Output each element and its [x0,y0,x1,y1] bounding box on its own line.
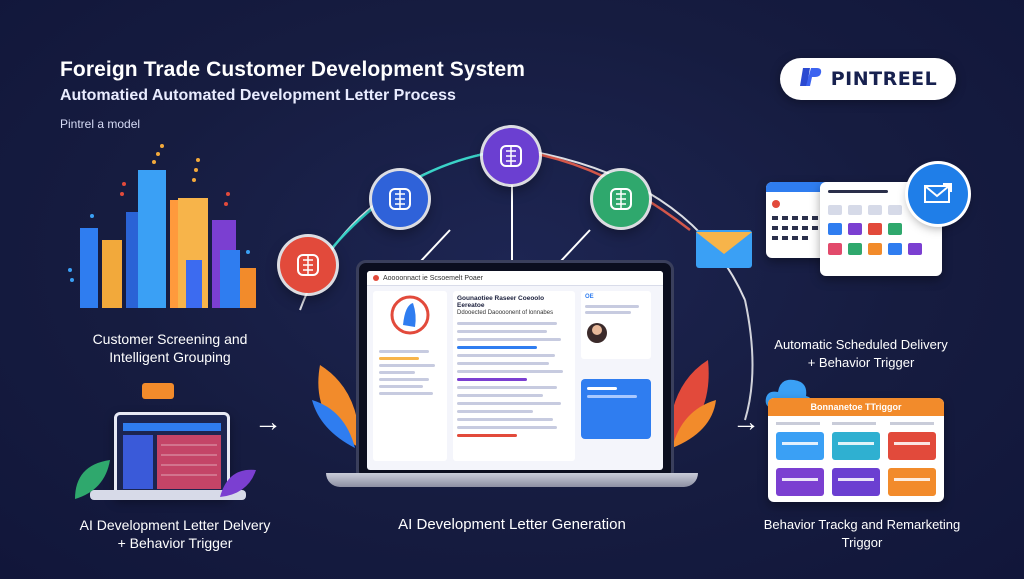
stage-label-scheduled: Automatic Scheduled Delivery + Behavior … [774,337,948,370]
page-subtitle: Automatied Automated Development Letter … [60,87,456,104]
stage-label-generation: AI Development Letter Generation [398,516,626,533]
brand-badge[interactable]: PINTREEL [780,58,956,100]
remarketing-header: Bonnanetoe TTriggor [810,402,902,412]
envelope-icon [696,230,752,268]
monitor-stand [90,490,246,500]
brain-node-blue[interactable] [372,171,428,227]
dashboard-monitor [114,412,230,498]
page-title: Foreign Trade Customer Development Syste… [60,58,526,81]
brand-name: PINTREEL [830,68,938,90]
brain-circuit-icon [297,254,319,276]
notification-tag [142,383,174,399]
calendar-card [766,182,830,258]
brand-logo-icon [799,65,823,94]
sender-card: OE [581,291,651,359]
mail-schedule-node[interactable] [908,164,968,224]
stage-label-screening: Customer Screening and Intelligent Group… [92,331,248,365]
brain-circuit-icon [500,145,522,167]
brain-node-purple[interactable] [483,128,539,184]
customer-bars-graphic [68,144,256,308]
brain-circuit-icon [610,188,632,210]
calendar-grid-icon [772,200,818,240]
remarketing-tiles [776,422,936,496]
page-tagline: Pintrel a model [60,117,141,131]
arrow-right-icon: → [254,406,282,437]
stage-label-tracking: Behavior Trackg and Remarketing Triggor [763,517,961,550]
leaf-decoration-right [220,469,256,497]
arrow-right-icon: → [732,406,760,437]
letter-title: Gounaotiee Raseer Coeoolo Eereatoe [457,295,545,309]
brain-circuit-icon [389,188,411,210]
dashboard-chart [123,423,221,489]
stage-label-delivery: AI Development Letter Delvery + Behavior… [79,517,271,551]
brain-node-red[interactable] [280,237,336,293]
contact-avatar-icon [390,295,430,335]
leaf-decoration-laptop-left [312,365,360,448]
letter-editor: Aoooonnact ie Scsoemelt Poaer Gounaotiee… [367,271,663,470]
brain-node-green[interactable] [593,171,649,227]
laptop-base [326,473,698,487]
sender-avatar-icon [587,323,607,343]
remarketing-card: Bonnanetoe TTriggor [768,398,944,502]
leaf-decoration-left [75,460,110,499]
leaf-decoration-laptop-right [668,360,716,448]
editor-header: Aoooonnact ie Scsoemelt Poaer [383,274,484,282]
window-dot-icon [373,275,379,281]
schedule-avatars-icon [828,205,922,255]
letter-subtitle: Ddooected Daoooonent of lonnabes [457,310,554,316]
letter-document: Gounaotiee Raseer Coeoolo Eereatoe Ddooe… [453,291,575,461]
contact-panel [373,291,447,461]
mail-icon [924,183,952,203]
laptop-screen: Aoooonnact ie Scsoemelt Poaer Gounaotiee… [356,260,674,481]
sender-tag: OE [585,294,594,300]
send-panel[interactable] [581,379,651,439]
